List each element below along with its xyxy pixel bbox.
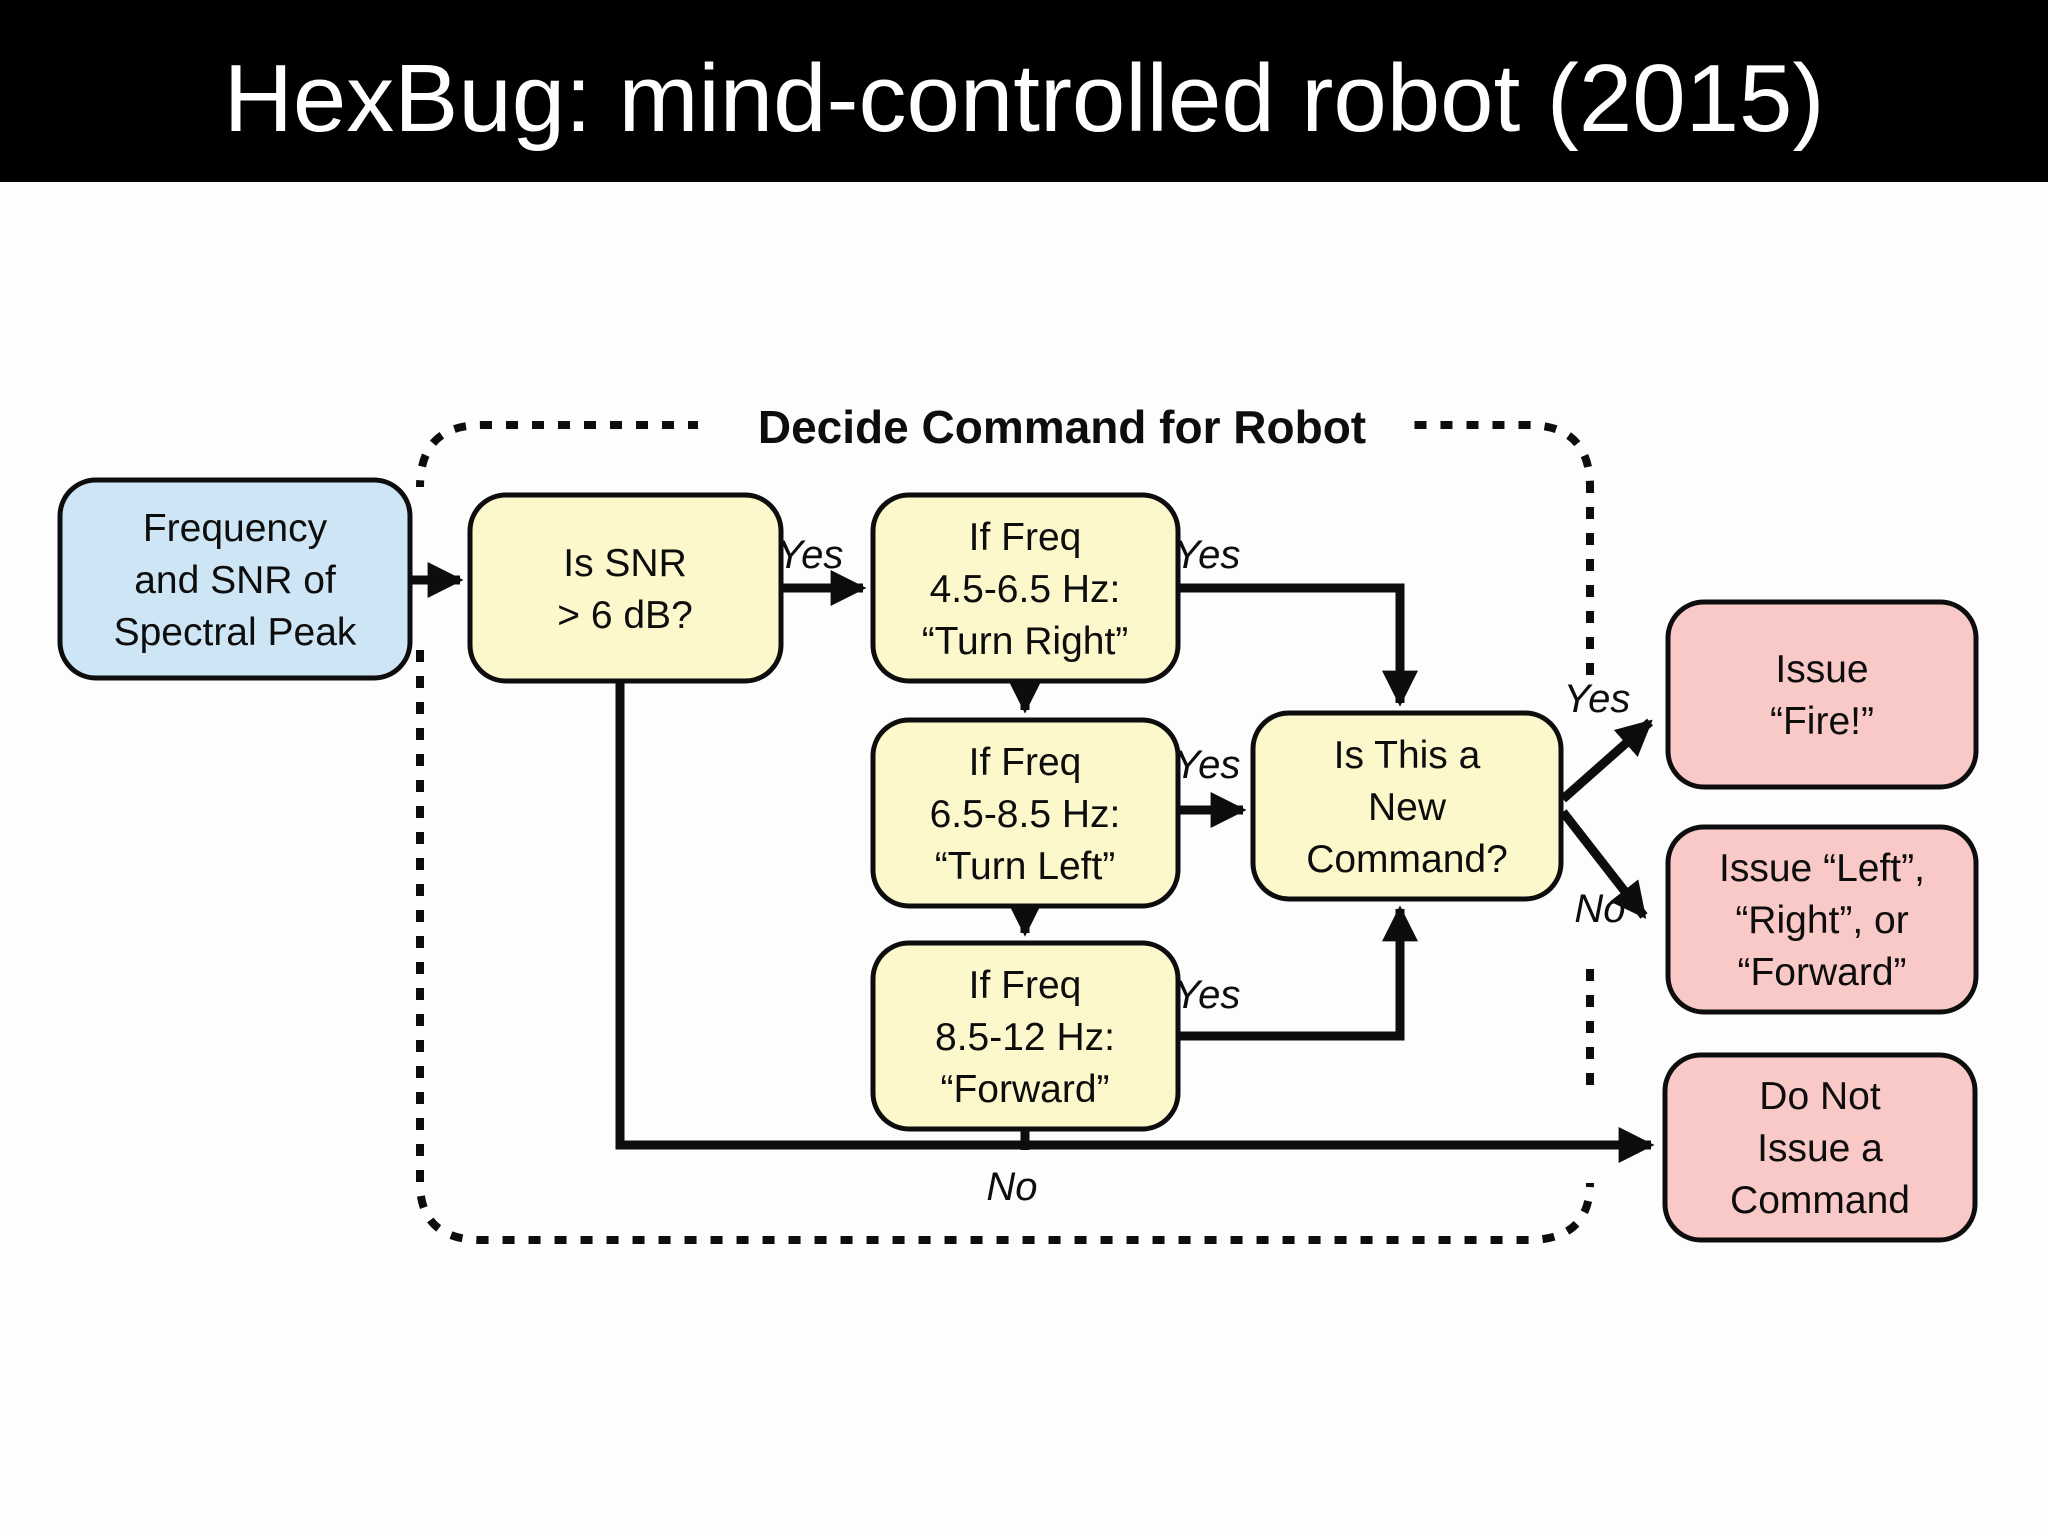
decision-region-border — [416, 421, 1594, 1244]
arrow-turn-right-yes-to-new-command — [1178, 583, 1418, 707]
node-box — [870, 492, 1181, 684]
node-text-line: New — [1368, 786, 1447, 829]
header-bar — [0, 0, 2048, 182]
edge-label-turn-right-yes: Yes — [1174, 533, 1241, 577]
node-snr-check: Is SNR > 6 dB? — [467, 492, 784, 684]
node-text-line: Spectral Peak — [114, 611, 357, 654]
node-text-line: “Right”, or — [1735, 899, 1908, 942]
node-text-line: 8.5-12 Hz: — [935, 1016, 1115, 1059]
node-issue-fire: Issue “Fire!” — [1665, 599, 1979, 790]
edge-label-turn-left-yes: Yes — [1174, 743, 1241, 787]
edge-label-new-command-yes: Yes — [1564, 677, 1631, 721]
slide-title: HexBug: mind-controlled robot (2015) — [224, 45, 1825, 152]
node-text-line: Issue a — [1757, 1127, 1883, 1170]
node-text-line: Is This a — [1334, 734, 1481, 777]
node-text-line: and SNR of — [134, 559, 336, 602]
node-frequency-input: Frequency and SNR of Spectral Peak — [57, 477, 413, 681]
edge-label-snr-yes: Yes — [777, 533, 844, 577]
node-box — [57, 477, 413, 681]
edge-label-forward-yes: Yes — [1174, 973, 1241, 1017]
node-text-line: Issue “Left”, — [1719, 847, 1925, 890]
node-freq-forward: If Freq 8.5-12 Hz: “Forward” — [870, 940, 1181, 1132]
arrow-new-command-no-to-issue-lrf — [1559, 809, 1648, 919]
node-text-line: Command — [1730, 1179, 1910, 1222]
node-text-line: > 6 dB? — [557, 594, 693, 637]
node-freq-turn-left: If Freq 6.5-8.5 Hz: “Turn Left” — [870, 717, 1181, 909]
node-text-line: 6.5-8.5 Hz: — [930, 793, 1121, 836]
node-new-command-check: Is This a New Command? — [1250, 710, 1564, 902]
node-text-line: “Fire!” — [1770, 700, 1874, 743]
node-text-line: If Freq — [969, 741, 1082, 784]
node-box — [1662, 1052, 1978, 1243]
node-box — [870, 940, 1181, 1132]
arrow-forward-yes-to-new-command — [1178, 905, 1418, 1041]
node-text-line: Frequency — [143, 507, 328, 550]
node-text-line: “Forward” — [940, 1068, 1109, 1111]
node-box — [1250, 710, 1564, 902]
node-text-line: “Turn Left” — [935, 845, 1116, 888]
node-text-line: 4.5-6.5 Hz: — [930, 568, 1121, 611]
node-do-not-issue-command: Do Not Issue a Command — [1662, 1052, 1978, 1243]
region-label-background — [698, 393, 1410, 457]
edge-label-new-command-no: No — [1574, 887, 1625, 931]
node-box — [1665, 824, 1979, 1015]
node-text-line: Issue — [1775, 648, 1868, 691]
node-issue-left-right-forward: Issue “Left”, “Right”, or “Forward” — [1665, 824, 1979, 1015]
node-text-line: “Forward” — [1737, 951, 1906, 994]
region-label: Decide Command for Robot — [758, 401, 1366, 453]
node-text-line: Do Not — [1759, 1075, 1881, 1118]
node-text-line: Is SNR — [563, 542, 687, 585]
node-text-line: If Freq — [969, 516, 1082, 559]
node-freq-turn-right: If Freq 4.5-6.5 Hz: “Turn Right” — [870, 492, 1181, 684]
edge-label-no-command-path: No — [986, 1165, 1037, 1209]
node-text-line: Command? — [1306, 838, 1508, 881]
node-text-line: “Turn Right” — [922, 620, 1129, 663]
node-box — [1665, 599, 1979, 790]
node-text-line: If Freq — [969, 964, 1082, 1007]
node-box — [870, 717, 1181, 909]
node-box — [467, 492, 784, 684]
arrow-snr-no-to-do-not-issue — [615, 681, 1655, 1163]
arrow-new-command-yes-to-fire — [1560, 718, 1653, 803]
